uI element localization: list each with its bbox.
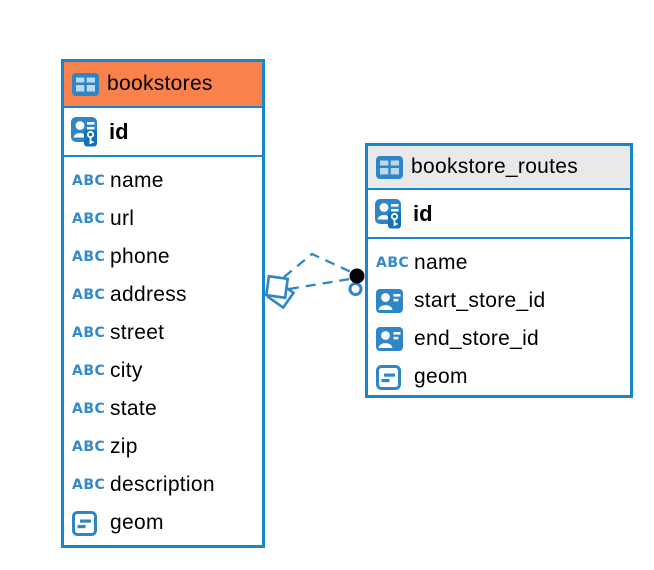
geometry-type-icon — [72, 510, 97, 536]
column-name: name — [414, 251, 468, 274]
text-type-icon: ABC — [72, 477, 106, 493]
column-row-name[interactable]: ABC name — [64, 162, 262, 200]
column-row-city[interactable]: ABC city — [64, 352, 262, 390]
column-name: street — [110, 321, 165, 344]
column-name: name — [110, 169, 164, 192]
column-name: description — [110, 473, 215, 496]
text-type-icon: ABC — [72, 211, 106, 227]
column-row-end-store-id[interactable]: end_store_id — [368, 320, 630, 358]
relation-many-marker[interactable] — [264, 274, 296, 310]
column-row-description[interactable]: ABC description — [64, 466, 262, 504]
column-row-id[interactable]: id — [368, 190, 630, 239]
text-type-icon: ABC — [72, 173, 106, 189]
column-row-geom[interactable]: geom — [368, 358, 630, 396]
column-row-url[interactable]: ABC url — [64, 200, 262, 238]
text-type-icon: ABC — [72, 401, 106, 417]
table-title: bookstores — [107, 72, 213, 95]
column-name: zip — [110, 435, 138, 458]
column-row-geom[interactable]: geom — [64, 504, 262, 542]
column-name: start_store_id — [414, 289, 546, 312]
column-name: phone — [110, 245, 170, 268]
primary-key-icon — [375, 198, 401, 228]
table-card-bookstore-routes[interactable]: bookstore_routes id ABC — [365, 143, 633, 398]
column-name: city — [110, 359, 143, 382]
table-header-bookstore-routes[interactable]: bookstore_routes — [368, 146, 630, 190]
table-card-bookstores[interactable]: bookstores id ABC — [61, 59, 265, 548]
text-type-icon: ABC — [72, 249, 106, 265]
column-row-address[interactable]: ABC address — [64, 276, 262, 314]
column-name: state — [110, 397, 158, 420]
column-name: geom — [110, 511, 164, 534]
column-row-id[interactable]: id — [64, 108, 262, 157]
text-type-icon: ABC — [72, 439, 106, 455]
table-icon — [376, 155, 403, 179]
relation-link-end-store[interactable] — [288, 277, 351, 291]
text-type-icon: ABC — [72, 325, 106, 341]
text-type-icon: ABC — [376, 255, 410, 271]
geometry-type-icon — [376, 364, 401, 390]
column-list: ABC name start_store_id — [368, 239, 630, 396]
table-header-bookstores[interactable]: bookstores — [64, 62, 262, 108]
column-name: address — [110, 283, 187, 306]
column-row-street[interactable]: ABC street — [64, 314, 262, 352]
column-name: id — [413, 200, 433, 226]
column-row-start-store-id[interactable]: start_store_id — [368, 282, 630, 320]
relation-link-start-store[interactable] — [283, 252, 352, 278]
column-row-name[interactable]: ABC name — [368, 244, 630, 282]
relation-end-dots[interactable] — [348, 268, 365, 296]
column-name: geom — [414, 365, 468, 388]
text-type-icon: ABC — [72, 287, 106, 303]
text-type-icon: ABC — [72, 363, 106, 379]
reference-type-icon — [376, 327, 403, 351]
primary-key-icon — [71, 116, 97, 146]
table-icon — [72, 72, 99, 96]
column-row-phone[interactable]: ABC phone — [64, 238, 262, 276]
column-name: url — [110, 207, 135, 230]
column-row-state[interactable]: ABC state — [64, 390, 262, 428]
reference-type-icon — [376, 289, 403, 313]
table-title: bookstore_routes — [411, 155, 579, 178]
column-name: id — [109, 118, 129, 144]
column-list: ABC name ABC url ABC phone ABC address A… — [64, 157, 262, 542]
column-name: end_store_id — [414, 327, 540, 350]
column-row-zip[interactable]: ABC zip — [64, 428, 262, 466]
